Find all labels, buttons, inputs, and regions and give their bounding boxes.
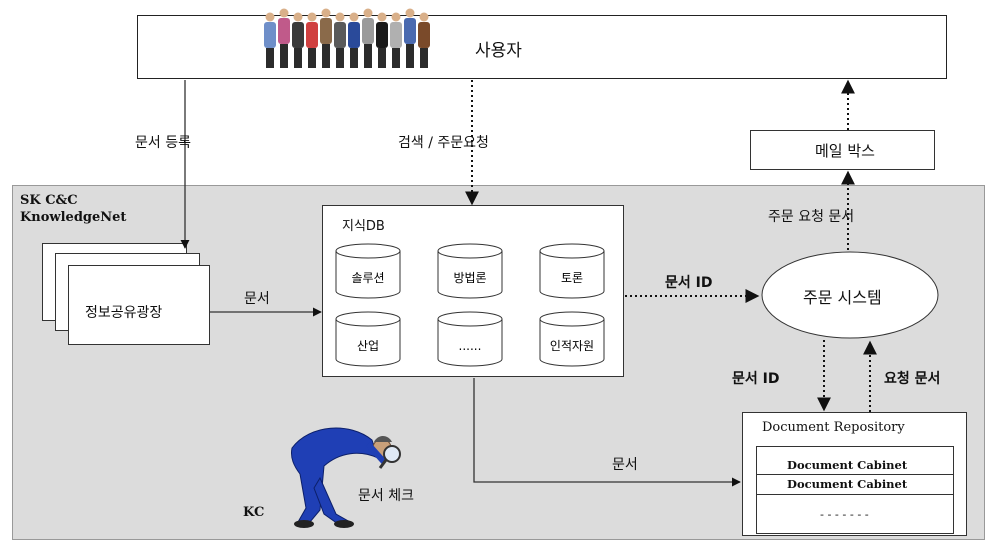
user-person-icon [320, 8, 332, 68]
label-kc: KC [243, 505, 265, 520]
cylinder-solution-label: 솔루션 [351, 271, 384, 285]
label-doc-register: 문서 등록 [135, 135, 191, 151]
cylinder-etc-label: ...... [459, 339, 482, 353]
info-square-box [68, 265, 210, 345]
org-title: SK C&C KnowledgeNet [20, 193, 127, 225]
order-system-label: 주문 시스템 [803, 288, 882, 307]
cabinet-item-2: Document Cabinet [787, 477, 908, 491]
label-search-order: 검색 / 주문요청 [398, 135, 489, 151]
user-person-icon [264, 12, 276, 68]
label-doc-id-down: 문서 ID [732, 371, 780, 387]
user-person-icon [306, 12, 318, 68]
cabinet-list [756, 446, 954, 534]
user-person-icon [334, 12, 346, 68]
inspector-figure-icon [291, 427, 401, 528]
user-person-icon [404, 8, 416, 68]
user-person-icon [376, 12, 388, 68]
user-person-icon [348, 12, 360, 68]
user-person-icon [390, 12, 402, 68]
cabinet-divider-2 [756, 494, 954, 495]
cylinder-discussion-label: 토론 [561, 271, 583, 285]
label-doc-to-db: 문서 [244, 291, 270, 307]
document-repository-title: Document Repository [762, 420, 905, 435]
label-doc-id-right: 문서 ID [665, 275, 713, 291]
cylinder-industry: 산업 [335, 311, 401, 367]
mailbox-label: 메일 박스 [815, 142, 875, 160]
order-system-ellipse [761, 251, 939, 339]
cabinet-item-1: Document Cabinet [787, 458, 908, 472]
cylinder-methodology-label: 방법론 [453, 271, 486, 285]
mailbox-box [750, 130, 935, 170]
user-person-icon [278, 8, 290, 68]
cylinder-industry-label: 산업 [357, 339, 379, 353]
cylinder-solution: 솔루션 [335, 243, 401, 299]
knowledge-db-title: 지식DB [342, 219, 385, 234]
info-square-label: 정보공유광장 [85, 305, 163, 321]
user-person-icon [292, 12, 304, 68]
label-doc-to-repo: 문서 [612, 457, 638, 473]
cylinder-etc: ...... [437, 311, 503, 367]
label-order-request-doc: 주문 요청 문서 [768, 209, 855, 225]
user-crowd-icon [264, 8, 430, 68]
cylinder-discussion: 토론 [539, 243, 605, 299]
arrow-db-to-repo [473, 378, 741, 487]
user-person-icon [418, 12, 430, 68]
cabinet-more: - - - - - - - [820, 508, 869, 521]
kdb-cylinders: 솔루션 방법론 토론 산업 ...... 인적자원 [335, 243, 605, 367]
user-person-icon [362, 8, 374, 68]
cylinder-human-resources-label: 인적자원 [550, 339, 594, 353]
cylinder-methodology: 방법론 [437, 243, 503, 299]
cylinder-human-resources: 인적자원 [539, 311, 605, 367]
user-bar-title: 사용자 [475, 41, 522, 61]
cabinet-divider [756, 474, 954, 475]
label-req-doc-up: 요청 문서 [884, 371, 941, 387]
label-doc-check: 문서 체크 [358, 488, 414, 504]
